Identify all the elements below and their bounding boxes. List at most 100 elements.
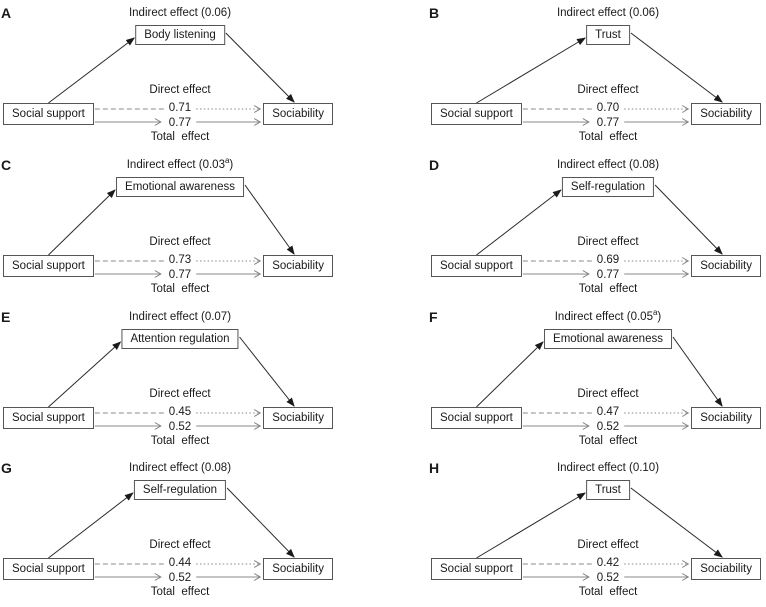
indirect-effect-value: 0.08 [632, 158, 656, 171]
panel-letter: B [429, 5, 440, 21]
total-effect-label: Total effect [147, 282, 213, 295]
indirect-effect-suffix: ) [657, 310, 662, 323]
indirect-effect-label: Indirect effect (0.06) [129, 7, 231, 19]
indirect-effect-label: Indirect effect (0.05a) [555, 307, 662, 323]
indirect-effect-value: 0.06 [204, 7, 228, 19]
indirect-effect-suffix: ) [227, 7, 232, 19]
total-effect-label: Total effect [147, 586, 213, 599]
total-effect-label: Total effect [147, 131, 213, 143]
total-effect-value: 0.77 [165, 117, 195, 129]
outcome-box: Sociability [263, 103, 333, 125]
path-arrows [476, 184, 723, 278]
predictor-box: Social support [3, 406, 94, 429]
mediator-box: Body listening [135, 25, 225, 45]
direct-effect-value: 0.42 [593, 557, 623, 570]
total-effect-value: 0.52 [593, 420, 623, 433]
indirect-effect-label: Indirect effect (0.07) [129, 311, 231, 323]
total-effect-value: 0.77 [593, 268, 623, 281]
direct-effect-label: Direct effect [574, 387, 642, 400]
mediation-diagram: C Indirect effect (0.03a) Emotional awar… [1, 152, 333, 303]
direct-effect-label: Direct effect [146, 539, 214, 552]
path-arrows [476, 32, 723, 126]
indirect-effect-value: 0.05 [630, 310, 653, 323]
indirect-effect-suffix: ) [655, 158, 660, 171]
indirect-effect-prefix: Indirect effect ( [128, 310, 205, 323]
mediator-box: Attention regulation [121, 328, 239, 349]
indirect-effect-value: 0.03 [202, 158, 225, 171]
indirect-effect-label: Indirect effect (0.08) [129, 462, 231, 474]
predictor-box: Social support [431, 103, 522, 125]
mediation-panel: B Indirect effect (0.06) Trust Social su… [383, 0, 766, 152]
direct-effect-value: 0.71 [165, 102, 195, 114]
mediation-diagram: E Indirect effect (0.07) Attention regul… [1, 304, 333, 455]
panel-letter: G [1, 460, 13, 477]
path-arrows [476, 336, 723, 430]
mediation-diagram: F Indirect effect (0.05a) Emotional awar… [429, 304, 761, 455]
path-arrows [48, 32, 295, 126]
mediation-panel: H Indirect effect (0.10) Trust Social su… [383, 455, 766, 607]
path-arrows [476, 487, 723, 582]
direct-effect-value: 0.44 [165, 557, 195, 570]
mediation-diagram: D Indirect effect (0.08) Self-regulation… [429, 152, 761, 303]
total-effect-label: Total effect [147, 434, 213, 447]
direct-effect-value: 0.47 [593, 405, 623, 418]
indirect-effect-suffix: ) [655, 462, 660, 475]
indirect-effect-label: Indirect effect (0.10) [557, 462, 659, 474]
outcome-box: Sociability [263, 254, 333, 277]
path-arrows [48, 184, 295, 278]
direct-effect-label: Direct effect [574, 539, 642, 552]
predictor-box: Social support [431, 254, 522, 277]
path-arrows [48, 336, 295, 430]
indirect-effect-value: 0.06 [632, 7, 656, 19]
indirect-effect-label: Indirect effect (0.08) [557, 159, 659, 171]
total-effect-value: 0.52 [165, 420, 195, 433]
indirect-effect-suffix: ) [227, 462, 232, 475]
outcome-box: Sociability [691, 254, 761, 277]
panel-letter: C [1, 156, 12, 173]
outcome-box: Sociability [263, 406, 333, 429]
direct-effect-value: 0.45 [165, 405, 195, 418]
predictor-box: Social support [3, 558, 94, 581]
mediation-panel: E Indirect effect (0.07) Attention regul… [0, 304, 383, 456]
indirect-effect-prefix: Indirect effect ( [556, 462, 633, 475]
indirect-effect-prefix: Indirect effect ( [556, 7, 633, 19]
direct-effect-value: 0.70 [593, 102, 623, 114]
path-arrows [48, 487, 295, 582]
outcome-box: Sociability [691, 406, 761, 429]
predictor-box: Social support [3, 254, 94, 277]
mediation-panel: A Indirect effect (0.06) Body listening … [0, 0, 383, 152]
direct-effect-label: Direct effect [146, 84, 214, 96]
indirect-effect-suffix: ) [227, 310, 232, 323]
predictor-box: Social support [431, 406, 522, 429]
outcome-box: Sociability [263, 558, 333, 581]
total-effect-value: 0.52 [593, 572, 623, 585]
panel-letter: D [429, 156, 440, 173]
direct-effect-label: Direct effect [574, 235, 642, 248]
indirect-effect-value: 0.07 [204, 310, 228, 323]
predictor-box: Social support [3, 103, 94, 125]
mediation-panel: C Indirect effect (0.03a) Emotional awar… [0, 152, 383, 304]
indirect-effect-suffix: ) [229, 158, 234, 171]
direct-effect-label: Direct effect [146, 387, 214, 400]
total-effect-value: 0.77 [165, 268, 195, 281]
total-effect-label: Total effect [575, 282, 641, 295]
direct-effect-label: Direct effect [574, 84, 642, 96]
mediator-box: Emotional awareness [544, 328, 672, 349]
predictor-box: Social support [431, 558, 522, 581]
total-effect-label: Total effect [575, 434, 641, 447]
total-effect-label: Total effect [575, 131, 641, 143]
mediation-diagram: B Indirect effect (0.06) Trust Social su… [429, 0, 761, 151]
mediation-diagram: H Indirect effect (0.10) Trust Social su… [429, 455, 761, 606]
significance-superscript: a [652, 307, 658, 317]
outcome-box: Sociability [691, 558, 761, 581]
direct-effect-label: Direct effect [146, 235, 214, 248]
mediator-box: Self-regulation [561, 176, 655, 197]
indirect-effect-prefix: Indirect effect ( [128, 462, 205, 475]
total-effect-value: 0.77 [593, 117, 623, 129]
panel-letter: A [1, 5, 12, 21]
direct-effect-value: 0.73 [165, 253, 195, 266]
mediation-panel: D Indirect effect (0.08) Self-regulation… [383, 152, 766, 304]
total-effect-label: Total effect [575, 586, 641, 599]
mediation-panel: F Indirect effect (0.05a) Emotional awar… [383, 304, 766, 456]
panel-letter: E [1, 308, 11, 325]
